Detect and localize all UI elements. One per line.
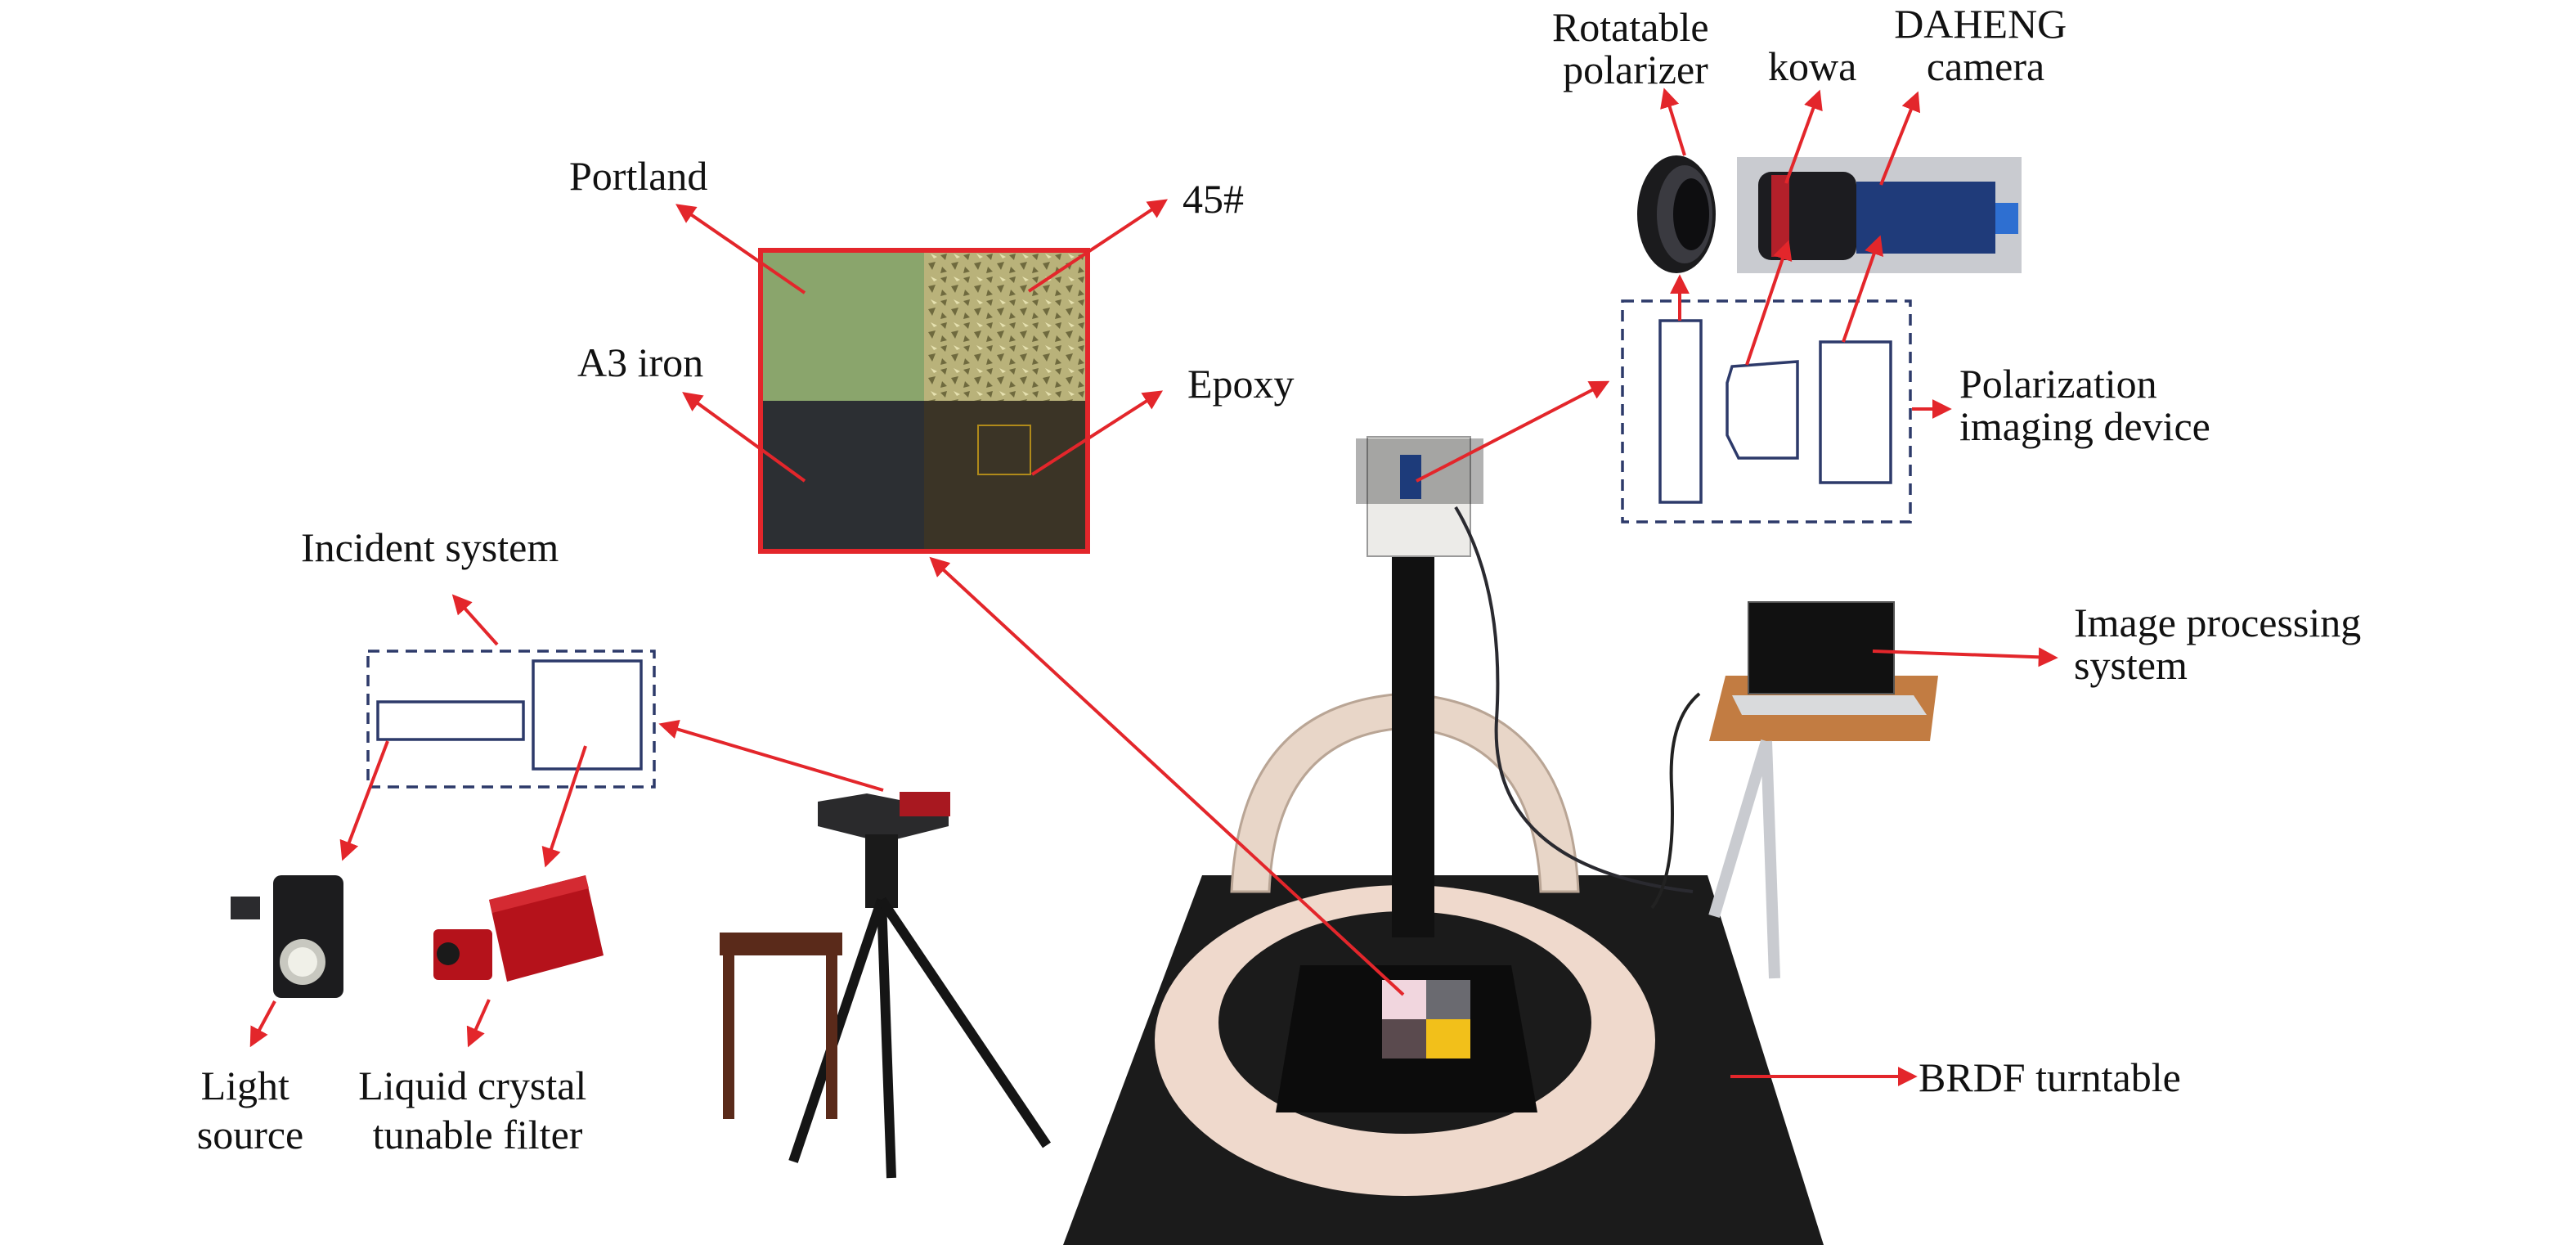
label-brdf-turntable: BRDF turntable bbox=[1919, 1054, 2181, 1100]
camera-photo bbox=[1737, 157, 2022, 273]
lctf-photo bbox=[433, 875, 604, 982]
arrow-sample-to-mosaic bbox=[929, 556, 1405, 996]
steel-45-sample bbox=[924, 250, 1088, 401]
label-lctf: Liquid crystal tunable filter bbox=[358, 1063, 597, 1157]
turntable-photo bbox=[1063, 436, 1824, 1245]
laptop-photo bbox=[1650, 601, 1938, 979]
arrow-lctf bbox=[541, 745, 587, 868]
sample-mosaic-border bbox=[758, 248, 1090, 554]
arrow-device-to-schematic bbox=[1416, 380, 1610, 483]
arrow-camera bbox=[1842, 235, 1883, 343]
arrow-polarizer-label bbox=[1660, 88, 1686, 156]
arrow-kowa-label bbox=[1784, 89, 1823, 184]
label-incident-system: Incident system bbox=[301, 524, 559, 570]
label-daheng-camera: DAHENG camera bbox=[1894, 1, 2077, 89]
label-light-source: Light source bbox=[197, 1063, 304, 1157]
camera-box bbox=[1819, 340, 1892, 484]
arrow-image-processing bbox=[1872, 647, 2058, 667]
epoxy-roi-box bbox=[977, 425, 1031, 475]
polarizer-box bbox=[1658, 319, 1703, 504]
light-source-photo bbox=[231, 875, 343, 998]
arrow-daheng-label bbox=[1879, 91, 1921, 186]
light-source-box bbox=[376, 700, 525, 741]
arrow-light-source-label bbox=[249, 1000, 276, 1048]
label-group: Portland 45# A3 iron Epoxy Incident syst… bbox=[197, 1, 2372, 1157]
arrow-group bbox=[249, 88, 2058, 1086]
arrow-lctf-label bbox=[466, 999, 491, 1048]
arrow-incident-label bbox=[451, 594, 499, 646]
label-a3-iron: A3 iron bbox=[577, 339, 703, 385]
label-portland: Portland bbox=[569, 153, 707, 199]
lens-box bbox=[1726, 360, 1799, 460]
arrow-epoxy bbox=[1030, 390, 1164, 476]
polarization-device-schematic bbox=[1621, 299, 1912, 524]
arrow-tripod-to-schematic bbox=[658, 719, 884, 792]
incident-system-schematic bbox=[366, 649, 656, 789]
label-polarization-imaging-device: Polarization imaging device bbox=[1959, 361, 2210, 449]
epoxy-sample bbox=[924, 401, 1088, 551]
arrow-portland bbox=[675, 204, 806, 294]
label-rotatable-polarizer: Rotatable polarizer bbox=[1552, 4, 1719, 92]
portland-sample bbox=[761, 250, 924, 401]
label-image-processing-system: Image processing system bbox=[2074, 600, 2372, 688]
arrow-a3-iron bbox=[682, 392, 806, 483]
polarizer-photo bbox=[1637, 155, 1716, 273]
arrow-light-source bbox=[339, 740, 389, 861]
label-epoxy: Epoxy bbox=[1187, 361, 1295, 407]
sample-mosaic bbox=[758, 248, 1090, 554]
lctf-box bbox=[532, 659, 643, 771]
arrow-lens bbox=[1745, 240, 1793, 366]
arrow-45 bbox=[1027, 199, 1169, 293]
a3-iron-sample bbox=[761, 401, 924, 551]
label-kowa: kowa bbox=[1768, 43, 1856, 89]
label-45: 45# bbox=[1183, 176, 1244, 222]
tripod-photo bbox=[720, 792, 1051, 1179]
